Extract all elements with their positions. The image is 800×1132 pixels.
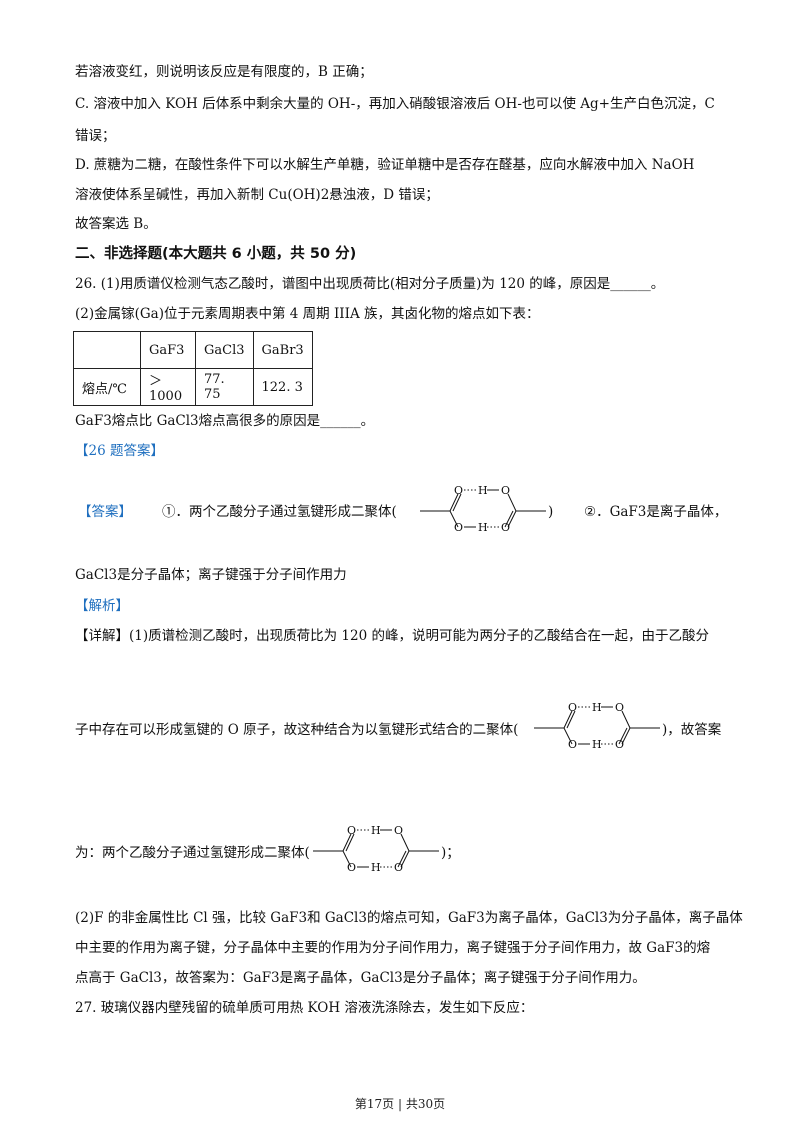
oxygen-atom: O: [454, 484, 463, 497]
oxygen-atom: O: [568, 701, 577, 714]
text-line: 若溶液变红，则说明该反应是有限度的，B 正确；: [75, 64, 373, 80]
hydrogen-atom: H: [371, 824, 381, 837]
answer-label: 【答案】: [78, 504, 132, 520]
detail-line: 为：两个乙酸分子通过氢键形成二聚体(: [75, 845, 310, 861]
hydrogen-atom: H: [371, 861, 381, 874]
section-heading: 二、非选择题(本大题共 6 小题，共 50 分): [75, 246, 357, 262]
detail-line: 点高于 GaCl3，故答案为：GaF3是离子晶体，GaCl3是分子晶体；离子键强…: [75, 970, 646, 986]
question-26-part3: GaF3熔点比 GaCl3熔点高很多的原因是______。: [75, 413, 375, 429]
page-footer: 第17页 | 共30页: [354, 1097, 446, 1111]
table-row: 熔点/℃ ＞1000 77. 75 122. 3: [73, 368, 313, 406]
detail-line: (2)F 的非金属性比 Cl 强，比较 GaF3和 GaCl3的熔点可知，GaF…: [75, 910, 743, 926]
hydrogen-atom: H: [478, 521, 488, 534]
detail-line: 【详解】(1)质谱检测乙酸时，出现质荷比为 120 的峰，说明可能为两分子的乙酸…: [75, 628, 709, 644]
table-cell: 122. 3: [252, 368, 313, 406]
oxygen-atom: O: [615, 738, 624, 751]
hydrogen-atom: H: [592, 738, 602, 751]
hydrogen-atom: H: [478, 484, 488, 497]
oxygen-atom: O: [501, 521, 510, 534]
oxygen-atom: O: [347, 824, 356, 837]
analysis-heading: 【解析】: [75, 598, 129, 614]
detail-line-end: )；: [441, 845, 460, 861]
table-header-cell: GaCl3: [195, 331, 254, 369]
detail-line-end: )，故答案: [662, 722, 722, 738]
oxygen-atom: O: [394, 824, 403, 837]
table-row-label: 熔点/℃: [73, 368, 141, 406]
text-line: D. 蔗糖为二糖，在酸性条件下可以水解生产单糖，验证单糖中是否存在醛基，应向水解…: [75, 157, 695, 173]
acetic-acid-dimer-diagram: O O H H O O: [534, 697, 660, 755]
answer-text-3: GaCl3是分子晶体；离子键强于分子间作用力: [75, 567, 347, 583]
oxygen-atom: O: [454, 521, 463, 534]
text-line: 错误；: [75, 128, 116, 144]
acetic-acid-dimer-diagram: O O H H O O: [313, 820, 439, 878]
text-line: C. 溶液中加入 KOH 后体系中剩余大量的 OH-，再加入硝酸银溶液后 OH-…: [75, 96, 715, 112]
table-cell: 77. 75: [195, 368, 254, 406]
table-row: GaF3 GaCl3 GaBr3: [73, 331, 313, 369]
melting-point-table: GaF3 GaCl3 GaBr3 熔点/℃ ＞1000 77. 75 122. …: [73, 331, 313, 406]
hydrogen-atom: H: [592, 701, 602, 714]
table-header-cell: GaBr3: [252, 331, 313, 369]
detail-line: 中主要的作用为离子键，分子晶体中主要的作用为分子间作用力，离子键强于分子间作用力…: [75, 940, 711, 956]
oxygen-atom: O: [347, 861, 356, 874]
oxygen-atom: O: [394, 861, 403, 874]
oxygen-atom: O: [501, 484, 510, 497]
table-cell: ＞1000: [140, 368, 196, 406]
answer-text-2: ②．GaF3是离子晶体，: [584, 504, 728, 520]
oxygen-atom: O: [568, 738, 577, 751]
oxygen-atom: O: [615, 701, 624, 714]
question-27: 27. 玻璃仪器内壁残留的硫单质可用热 KOH 溶液洗涤除去，发生如下反应：: [75, 1000, 534, 1016]
detail-line: 子中存在可以形成氢键的 O 原子，故这种结合为以氢键形式结合的二聚体(: [75, 722, 519, 738]
table-header-cell: GaF3: [140, 331, 196, 369]
question-26-part2: (2)金属镓(Ga)位于元素周期表中第 4 周期 IIIA 族，其卤化物的熔点如…: [75, 306, 540, 322]
answer-heading: 【26 题答案】: [75, 443, 164, 459]
table-header-cell: [73, 331, 141, 369]
answer-text-1-close: ): [548, 504, 554, 520]
answer-text-1: ①．两个乙酸分子通过氢键形成二聚体(: [162, 504, 397, 520]
question-26-part1: 26. (1)用质谱仪检测气态乙酸时，谱图中出现质荷比(相对分子质量)为 120…: [75, 276, 665, 292]
acetic-acid-dimer-diagram: O O H H O O: [420, 480, 546, 538]
text-line: 故答案选 B。: [75, 216, 157, 232]
text-line: 溶液使体系呈碱性，再加入新制 Cu(OH)2悬浊液，D 错误；: [75, 187, 439, 203]
